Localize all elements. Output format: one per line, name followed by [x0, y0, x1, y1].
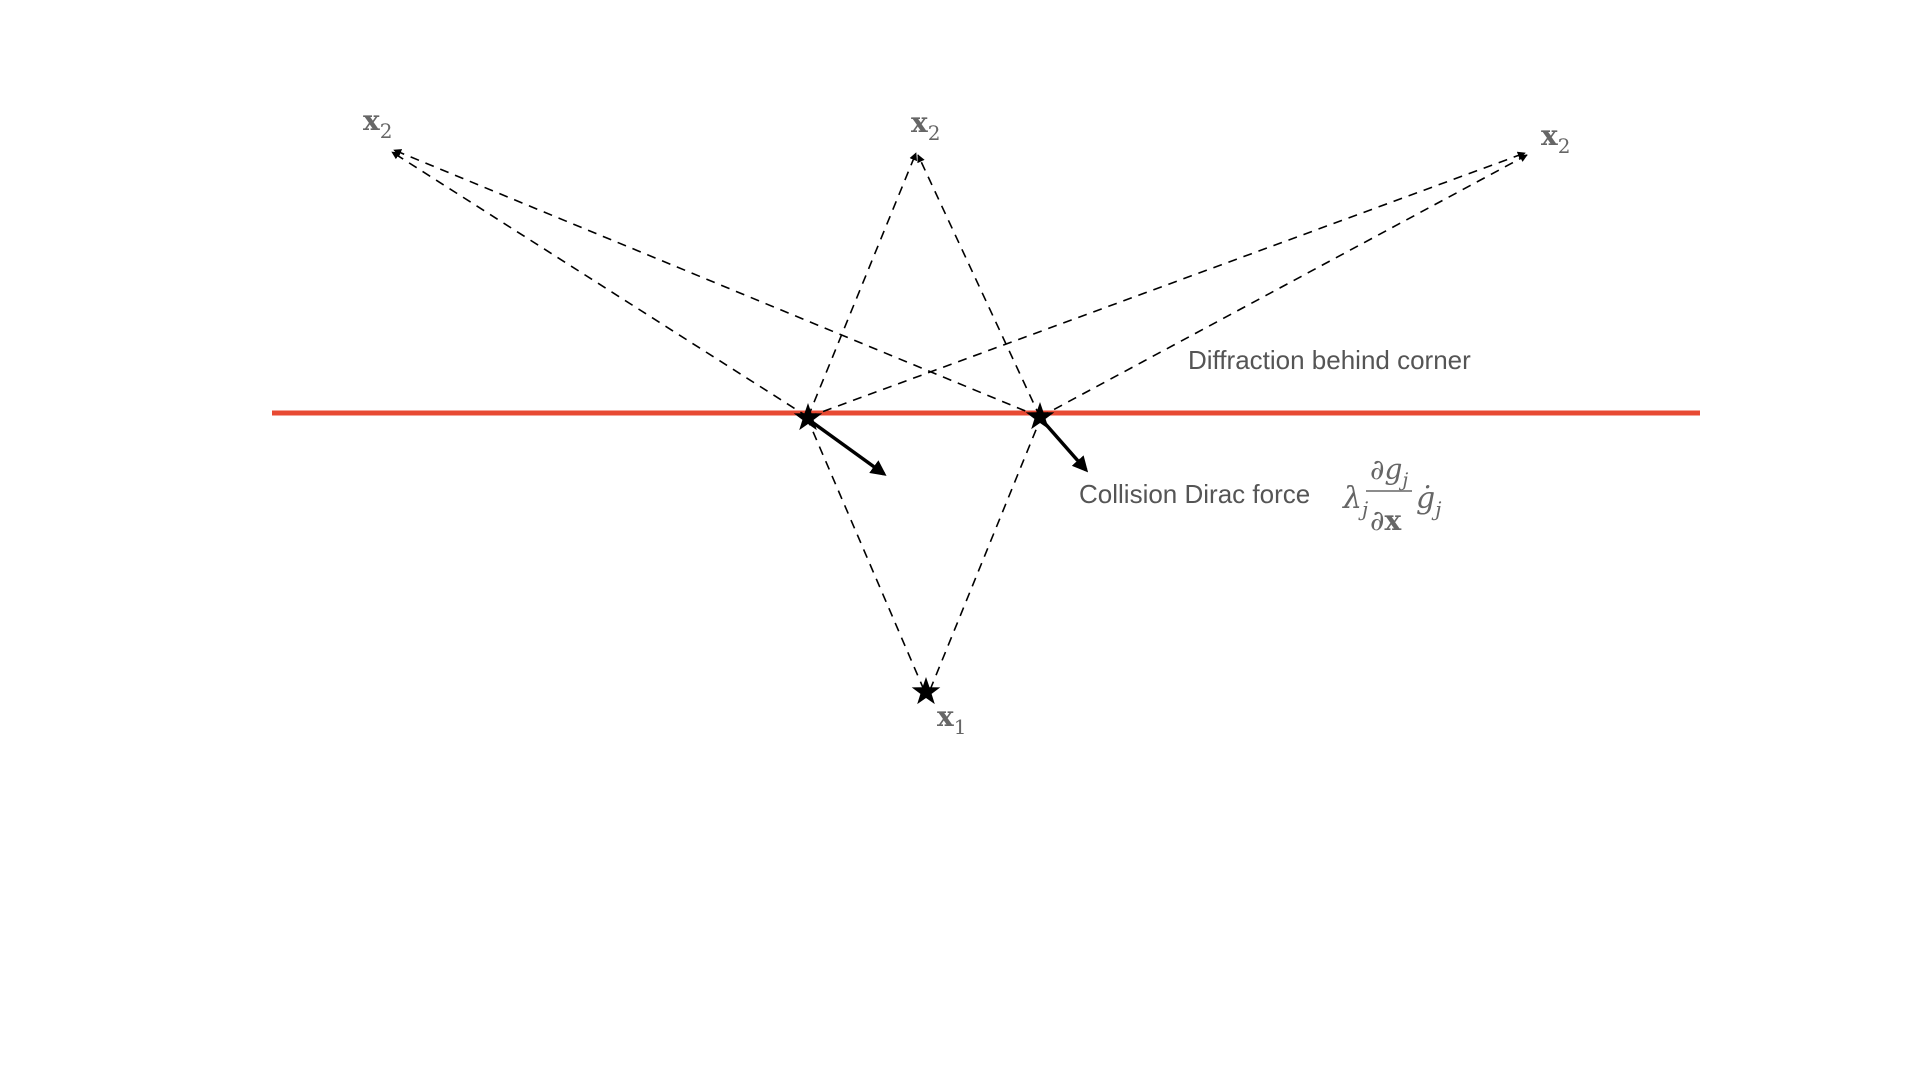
force-arrow-left: [810, 420, 887, 476]
ray-right-corner-to-right-target: [1039, 154, 1528, 418]
dirac-force-formula: λj ∂gj ∂x ġj: [1342, 453, 1441, 537]
collision-force-label: Collision Dirac force: [1079, 479, 1310, 509]
ray-left-corner-to-center-target: [807, 152, 917, 418]
source-point-star: [911, 677, 941, 705]
target-label-right: x2: [1541, 119, 1570, 158]
star-icon: [1025, 402, 1055, 430]
star-icon: [911, 677, 941, 705]
ray-left-corner-to-left-target: [391, 151, 809, 418]
svg-text:∂x: ∂x: [1370, 504, 1401, 537]
contact-point-right: [1025, 402, 1055, 430]
ray-left-corner-to-right-target: [807, 151, 1526, 418]
force-arrow-right: [1040, 418, 1089, 473]
svg-text:ġj: ġj: [1416, 481, 1441, 521]
ray-right-corner-to-center-target: [917, 154, 1041, 418]
ray-right-corner-to-left-target: [393, 149, 1041, 418]
svg-text:λj: λj: [1342, 481, 1368, 521]
star-icon: [793, 403, 823, 431]
ray-paths: [391, 149, 1528, 691]
target-label-left: x2: [363, 104, 392, 143]
diffraction-label: Diffraction behind corner: [1188, 345, 1471, 375]
source-label: x1: [937, 700, 966, 739]
target-label-center: x2: [911, 106, 940, 145]
ray-source-to-left-corner: [807, 419, 925, 691]
dirac-force-arrows: [810, 418, 1089, 476]
svg-text:∂gj: ∂gj: [1370, 453, 1408, 491]
contact-point-left: [793, 403, 823, 431]
ray-source-to-right-corner: [929, 419, 1041, 691]
